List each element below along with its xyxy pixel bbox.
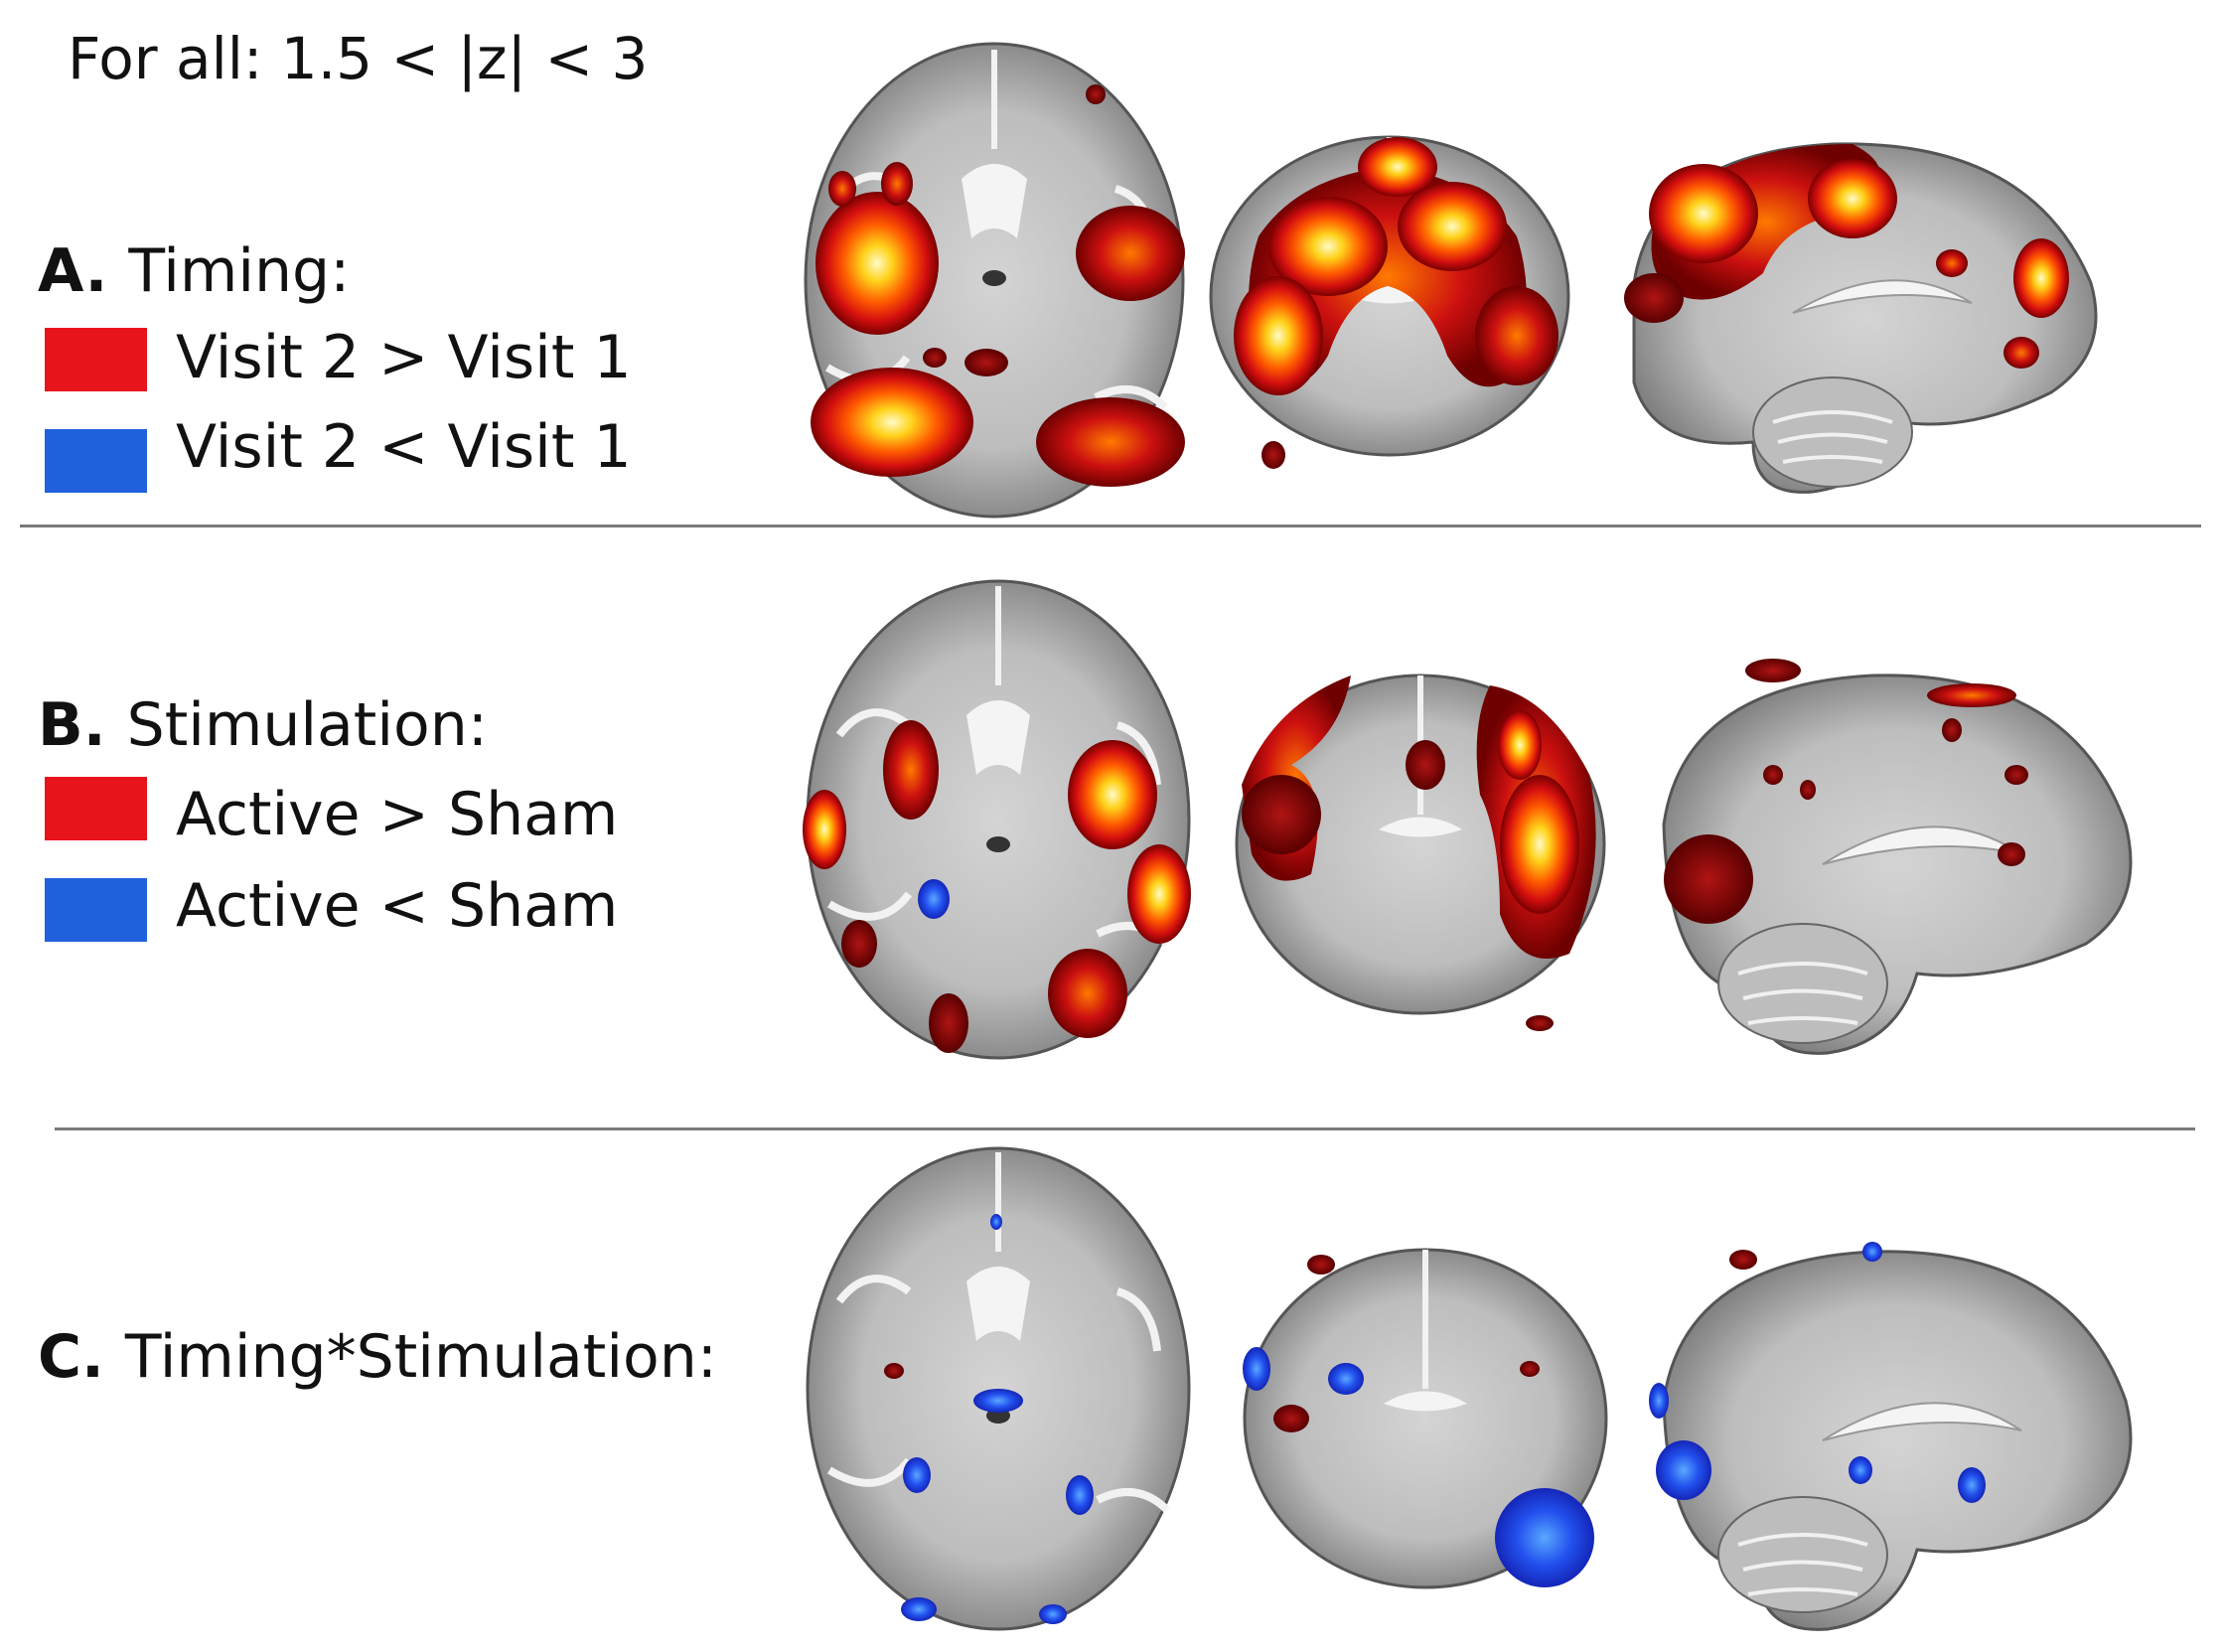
legend-swatch-negative-a bbox=[45, 429, 147, 493]
divider-a-b bbox=[20, 525, 2201, 527]
panel-a-axial-brain bbox=[798, 40, 1191, 522]
panel-a-letter: A. bbox=[38, 236, 108, 306]
legend-swatch-positive-a bbox=[45, 328, 147, 391]
threshold-note: For all: 1.5 < |z| < 3 bbox=[68, 25, 649, 92]
panel-a-sagittal-brain bbox=[1614, 124, 2101, 512]
panel-a-title: Timing: bbox=[128, 236, 351, 306]
panel-c-title: Timing*Stimulation: bbox=[124, 1322, 717, 1392]
panel-b-heading: B. Stimulation: bbox=[38, 695, 488, 755]
legend-swatch-positive-b bbox=[45, 777, 147, 840]
panel-c-sagittal-brain bbox=[1644, 1232, 2136, 1631]
divider-b-c bbox=[55, 1127, 2195, 1130]
panel-a-heading: A. Timing: bbox=[38, 241, 350, 301]
panel-b-letter: B. bbox=[38, 690, 106, 760]
panel-c-coronal-brain bbox=[1232, 1240, 1624, 1607]
legend-label-visit2-lt-visit1: Visit 2 < Visit 1 bbox=[176, 412, 632, 482]
legend-swatch-negative-b bbox=[45, 878, 147, 942]
legend-label-active-gt-sham: Active > Sham bbox=[176, 780, 619, 849]
legend-label-visit2-gt-visit1: Visit 2 > Visit 1 bbox=[176, 323, 632, 392]
panel-c-heading: C. Timing*Stimulation: bbox=[38, 1327, 717, 1387]
panel-c-axial-brain bbox=[800, 1142, 1197, 1634]
panel-b-coronal-brain bbox=[1222, 666, 1619, 1033]
panel-c-letter: C. bbox=[38, 1322, 104, 1392]
panel-a-coronal-brain bbox=[1199, 127, 1581, 480]
legend-label-active-lt-sham: Active < Sham bbox=[176, 871, 619, 941]
panel-b-sagittal-brain bbox=[1644, 656, 2136, 1063]
panel-b-title: Stimulation: bbox=[126, 690, 488, 760]
panel-b-axial-brain bbox=[800, 576, 1197, 1063]
